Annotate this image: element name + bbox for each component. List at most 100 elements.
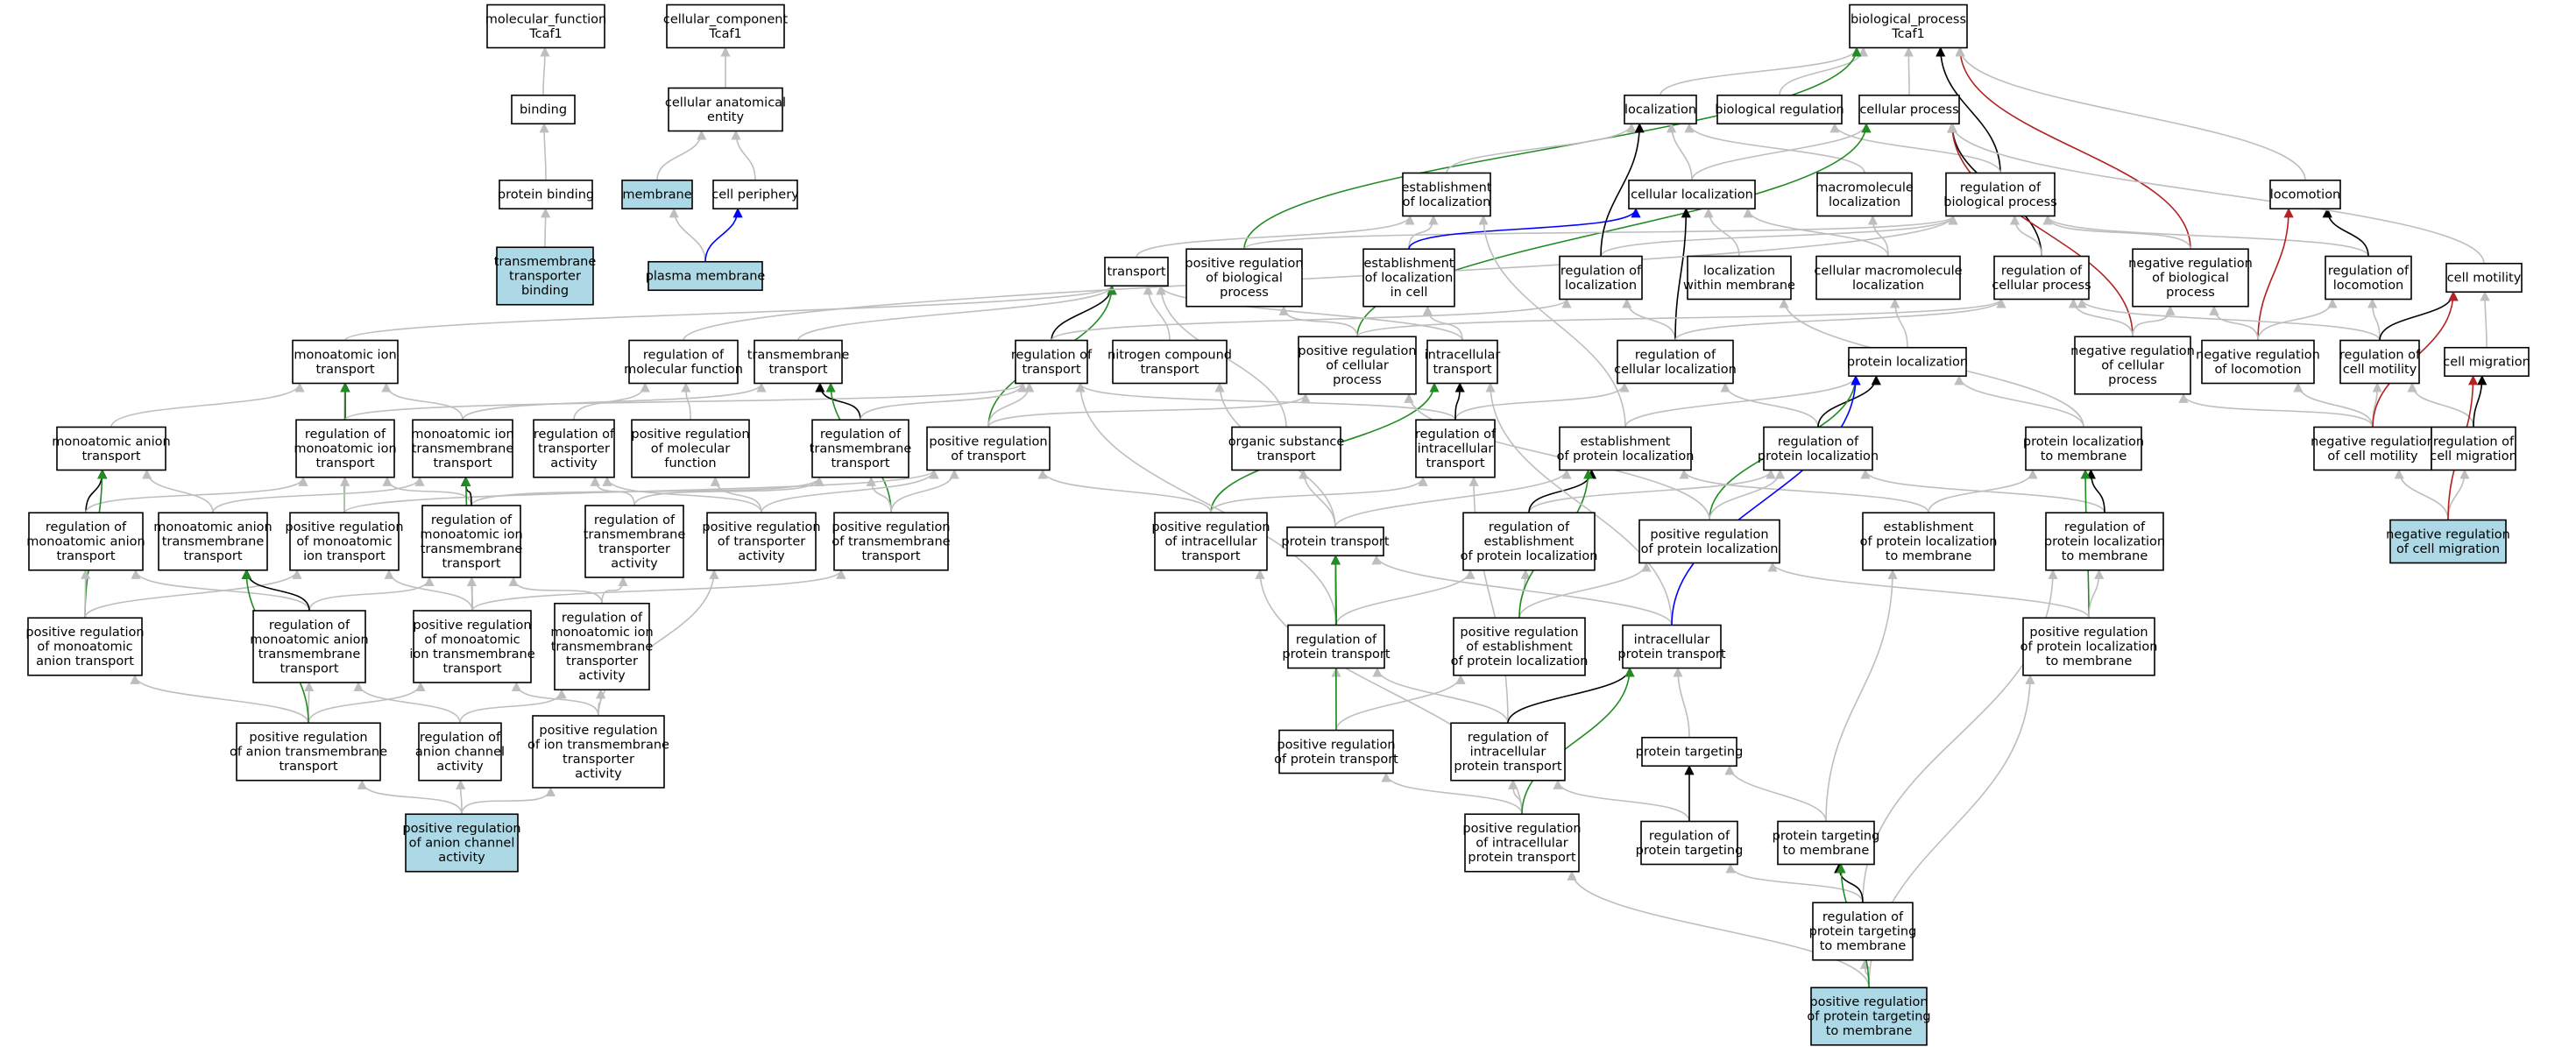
go-term-protein-transport[interactable]: protein transport <box>1281 526 1390 557</box>
go-term-cell-migration[interactable]: cell migration <box>2443 346 2530 378</box>
go-term-regulation-of-transmembrane-transporter-activity[interactable]: regulation oftransmembranetransporteract… <box>584 505 686 578</box>
go-term-localization[interactable]: localization <box>1624 94 1697 125</box>
term-label-line: transmembrane <box>412 442 514 456</box>
term-box <box>1286 526 1384 557</box>
go-term-cell-periphery[interactable]: cell periphery <box>711 179 799 210</box>
go-term-cell-motility[interactable]: cell motility <box>2445 262 2523 294</box>
go-term-transport[interactable]: transport <box>1104 256 1169 287</box>
go-term-plasma-membrane[interactable]: plasma membrane <box>646 260 766 292</box>
go-term-membrane[interactable]: membrane <box>621 179 693 210</box>
go-term-protein-localization[interactable]: protein localization <box>1847 346 1968 378</box>
go-term-binding[interactable]: binding <box>511 94 576 125</box>
term-label-line: of transporter <box>718 535 806 549</box>
term-label-line: positive regulation <box>1809 995 1928 1009</box>
term-label-line: transport <box>1023 363 1081 377</box>
edge-is-a <box>1243 215 1958 250</box>
term-label-line: transporter <box>509 270 581 284</box>
go-term-cellular-localization[interactable]: cellular localization <box>1628 179 1756 210</box>
go-term-protein-targeting[interactable]: protein targeting <box>1636 736 1744 768</box>
go-term-protein-binding[interactable]: protein binding <box>498 179 594 210</box>
term-label-line: activity <box>575 767 622 781</box>
go-term-locomotion[interactable]: locomotion <box>2269 179 2341 210</box>
term-label-line: transmembrane <box>810 442 912 456</box>
go-term-cellular-process[interactable]: cellular process <box>1858 94 1960 125</box>
term-label-line: locomotion <box>2333 279 2404 293</box>
go-term-biological-regulation[interactable]: biological regulation <box>1715 94 1844 125</box>
term-label-line: establishment <box>1581 435 1671 449</box>
